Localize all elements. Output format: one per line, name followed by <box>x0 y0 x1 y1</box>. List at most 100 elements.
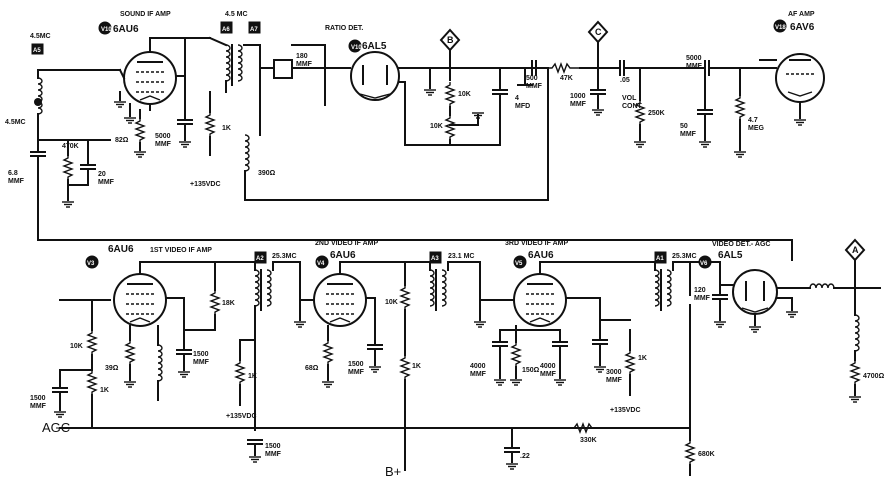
ref-v6: V6 <box>700 261 708 267</box>
label-231mc: 23.1 MC <box>448 253 474 260</box>
ref-a3: A3 <box>431 256 439 262</box>
label-470k: 470K <box>62 143 79 150</box>
ref-v10-b: V10 <box>351 45 362 51</box>
label-4000mmf-b: 4000 <box>540 363 556 370</box>
label-1500mmf-d: 1500 <box>348 361 364 368</box>
label-39ohm: 39Ω <box>105 365 119 372</box>
label-47k: 47K <box>560 75 573 82</box>
label-4mfd-unit: MFD <box>515 103 530 110</box>
label-500mmf-unit: MMF <box>526 83 543 90</box>
label-120mmf-unit: MMF <box>694 295 711 302</box>
label-68mmf: 6.8 <box>8 170 18 177</box>
label-4000mmf-a: 4000 <box>470 363 486 370</box>
label-1000mmf-unit: MMF <box>570 101 587 108</box>
label-45mc-left: 4.5MC <box>30 33 51 40</box>
label-tube-6au6-1: 6AU6 <box>108 244 134 255</box>
label-tube-6av6: 6AV6 <box>790 22 815 33</box>
label-390ohm: 390Ω <box>258 170 276 177</box>
label-20mmf: 20 <box>98 171 106 178</box>
label-1500mmf-b: 1500 <box>193 351 209 358</box>
label-82ohm: 82Ω <box>115 137 129 144</box>
label-bplus: B+ <box>385 464 401 479</box>
ref-v10-a: V10 <box>101 27 112 33</box>
ref-tag-a3 <box>429 251 442 264</box>
label-1500mmf-a: 1500 <box>30 395 46 402</box>
tp-a-letter: A <box>852 245 859 255</box>
ref-a6: A6 <box>222 27 230 33</box>
label-2nd-video-if: 2ND VIDEO IF AMP <box>315 240 378 247</box>
label-180mmf-unit: MMF <box>296 61 313 68</box>
label-video-det-agc: VIDEO DET.- AGC <box>712 241 770 248</box>
label-120mmf: 120 <box>694 287 706 294</box>
label-330k: 330K <box>580 437 597 444</box>
tube-af-amp-6av6 <box>775 53 825 103</box>
label-1k-top: 1K <box>222 125 231 132</box>
label-1st-video-if: 1ST VIDEO IF AMP <box>150 247 212 254</box>
ref-v18: V18 <box>775 25 786 31</box>
ref-v5: V5 <box>515 261 523 267</box>
label-10k-b1: 10K <box>70 343 83 350</box>
label-45mc-coil: 4.5MC <box>5 119 26 126</box>
label-135vdc-top: +135VDC <box>190 181 221 188</box>
label-10k-a: 10K <box>458 91 471 98</box>
ref-a7: A7 <box>250 27 258 33</box>
label-5000mmf: 5000 <box>155 133 171 140</box>
label-135vdc-b1: +135VDC <box>226 413 257 420</box>
coil-l16 <box>37 69 43 151</box>
label-20mmf-unit: MMF <box>98 179 115 186</box>
tp-b-letter: B <box>447 35 454 45</box>
label-1500mmf-c: 1500 <box>265 443 281 450</box>
tube-sound-if-6au6 <box>123 51 177 105</box>
label-3000mmf: 3000 <box>606 369 622 376</box>
label-250k: 250K <box>648 110 665 117</box>
label-50mmf-unit: MMF <box>680 131 697 138</box>
label-tube-6al5-video: 6AL5 <box>718 250 743 261</box>
ref-tag-a5 <box>31 43 44 55</box>
label-tube-6au6-3: 6AU6 <box>528 250 554 261</box>
label-135vdc-b2: +135VDC <box>610 407 641 414</box>
label-1500mmf-d-unit: MMF <box>348 369 365 376</box>
label-680k: 680K <box>698 451 715 458</box>
ref-circles <box>85 19 787 269</box>
ref-tag-a1 <box>654 251 667 264</box>
ref-a1: A1 <box>656 256 664 262</box>
label-4000mmf-a-unit: MMF <box>470 371 487 378</box>
label-68ohm: 68Ω <box>305 365 319 372</box>
label-5000mmf-unit: MMF <box>155 141 172 148</box>
ref-a5: A5 <box>33 48 41 54</box>
label-1k-b4: 1K <box>638 355 647 362</box>
label-10k-b: 10K <box>430 123 443 130</box>
label-tube-6au6-sound: 6AU6 <box>113 24 139 35</box>
label-253mc-b: 25.3MC <box>672 253 697 260</box>
tube-2nd-video-if-6au6 <box>313 273 367 327</box>
label-500mmf: 500 <box>526 75 538 82</box>
label-cont: CONT <box>622 103 643 110</box>
transformer-l17 <box>225 44 243 86</box>
label-3000mmf-unit: MMF <box>606 377 623 384</box>
label-1000mmf: 1000 <box>570 93 586 100</box>
label-sound-if-amp: SOUND IF AMP <box>120 11 171 18</box>
label-1k-b2: 1K <box>248 373 257 380</box>
tube-1st-video-if-6au6 <box>113 273 167 327</box>
label-ratio-det: RATIO DET. <box>325 25 363 32</box>
label-vol: VOL <box>622 95 637 102</box>
ref-tag-a6 <box>220 21 233 34</box>
label-05: .05 <box>620 77 630 84</box>
label-10k-b2: 10K <box>385 299 398 306</box>
label-1500mmf-b-unit: MMF <box>193 359 210 366</box>
label-68mmf-unit: MMF <box>8 178 25 185</box>
label-47meg-unit: MEG <box>748 125 765 132</box>
label-4mfd: 4 <box>515 95 519 102</box>
ref-v3: V3 <box>87 261 95 267</box>
label-4700ohm: 4700Ω <box>863 373 885 380</box>
label-1500mmf-a-unit: MMF <box>30 403 47 410</box>
label-18k: 18K <box>222 300 235 307</box>
tube-video-det-6al5 <box>732 269 778 315</box>
label-45mc-top: 4.5 MC <box>225 11 248 18</box>
label-tube-6al5-ratio: 6AL5 <box>362 41 387 52</box>
tp-c-letter: C <box>595 27 602 37</box>
label-180mmf: 180 <box>296 53 308 60</box>
label-150ohm: 150Ω <box>522 367 540 374</box>
